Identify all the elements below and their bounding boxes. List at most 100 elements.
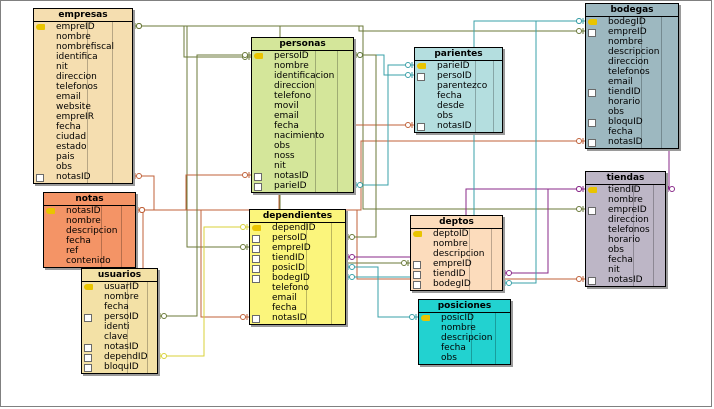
field-row[interactable]: empreID [411, 259, 502, 269]
field-row[interactable]: direccion [586, 57, 678, 67]
relationship-line[interactable] [158, 54, 251, 317]
relationship-line[interactable] [354, 64, 414, 186]
field-row[interactable]: identifica [34, 52, 132, 62]
field-row[interactable]: nacimiento [252, 131, 353, 141]
relationship-line[interactable] [133, 25, 251, 58]
relationship-line[interactable] [136, 209, 585, 280]
field-row[interactable]: telefono [250, 283, 345, 293]
field-row[interactable]: nombre [586, 37, 678, 47]
field-row[interactable]: email [250, 293, 345, 303]
relationship-line[interactable] [503, 20, 585, 284]
field-row[interactable]: email [34, 92, 132, 102]
relationship-line[interactable] [133, 25, 249, 248]
field-row[interactable]: tiendID [586, 185, 665, 195]
relationship-line[interactable] [158, 226, 249, 357]
field-row[interactable]: telefonos [34, 82, 132, 92]
field-row[interactable]: fecha [586, 255, 665, 265]
field-row[interactable]: notasID [250, 313, 345, 323]
field-row[interactable]: fecha [44, 236, 135, 246]
field-row[interactable]: obs [419, 353, 510, 363]
field-row[interactable]: nombre [411, 239, 502, 249]
table-title[interactable]: posiciones [419, 300, 510, 313]
field-row[interactable]: clave [82, 332, 157, 342]
field-row[interactable]: parieID [252, 181, 353, 191]
field-row[interactable]: persoID [250, 233, 345, 243]
relationship-line[interactable] [346, 54, 377, 238]
field-row[interactable]: empreID [586, 205, 665, 215]
field-row[interactable]: bodegID [586, 17, 678, 27]
field-row[interactable]: bloquID [586, 117, 678, 127]
relationship-line[interactable] [503, 188, 585, 274]
relationship-line[interactable] [133, 175, 155, 211]
field-row[interactable]: posicID [250, 263, 345, 273]
field-row[interactable]: nombre [252, 61, 353, 71]
field-row[interactable]: bodegID [411, 279, 502, 289]
field-row[interactable]: notasID [82, 342, 157, 352]
table-title[interactable]: personas [252, 38, 353, 51]
table-title[interactable]: deptos [411, 216, 502, 229]
field-row[interactable]: noss [252, 151, 353, 161]
field-row[interactable]: notasID [44, 206, 135, 216]
field-row[interactable]: fecha [586, 127, 678, 137]
field-row[interactable]: ref [44, 246, 135, 256]
field-row[interactable]: bloquID [82, 362, 157, 372]
field-row[interactable]: fecha [250, 303, 345, 313]
table-title[interactable]: parientes [415, 48, 502, 61]
relationship-line[interactable] [136, 174, 251, 211]
field-row[interactable]: desde [415, 101, 502, 111]
field-row[interactable]: identi [82, 322, 157, 332]
field-row[interactable]: descripcion [419, 333, 510, 343]
field-row[interactable]: direccion [586, 215, 665, 225]
field-row[interactable]: obs [34, 162, 132, 172]
field-row[interactable]: posicID [419, 313, 510, 323]
field-row[interactable]: tiendID [411, 269, 502, 279]
relationship-line[interactable] [133, 25, 585, 32]
field-row[interactable]: persoID [415, 71, 502, 81]
field-row[interactable]: horario [586, 235, 665, 245]
table-title[interactable]: tiendas [586, 172, 665, 185]
field-row[interactable]: dependID [82, 352, 157, 362]
table-title[interactable]: usuarios [82, 269, 157, 282]
table-title[interactable]: bodegas [586, 4, 678, 17]
field-row[interactable]: nombre [44, 216, 135, 226]
field-row[interactable]: nombrefiscal [34, 42, 132, 52]
field-row[interactable]: telefono [252, 91, 353, 101]
field-row[interactable]: notasID [586, 137, 678, 147]
field-row[interactable]: usuarID [82, 282, 157, 292]
field-row[interactable]: persoID [82, 312, 157, 322]
field-row[interactable]: direccion [34, 72, 132, 82]
field-row[interactable]: email [586, 77, 678, 87]
field-row[interactable]: descripcion [586, 47, 678, 57]
field-row[interactable]: empreIR [34, 112, 132, 122]
field-row[interactable]: notasID [252, 171, 353, 181]
field-row[interactable]: obs [586, 107, 678, 117]
field-row[interactable]: deptoID [411, 229, 502, 239]
field-row[interactable]: empreID [586, 27, 678, 37]
field-row[interactable]: notasID [415, 121, 502, 131]
field-row[interactable]: fecha [252, 121, 353, 131]
field-row[interactable]: descripcion [411, 249, 502, 259]
field-row[interactable]: contenido [44, 256, 135, 266]
field-row[interactable]: email [252, 111, 353, 121]
field-row[interactable]: pais [34, 152, 132, 162]
field-row[interactable]: tiendID [586, 87, 678, 97]
field-row[interactable]: direccion [252, 81, 353, 91]
field-row[interactable]: obs [586, 245, 665, 255]
field-row[interactable]: parieID [415, 61, 502, 71]
field-row[interactable]: persoID [252, 51, 353, 61]
field-row[interactable]: nombre [82, 292, 157, 302]
field-row[interactable]: notasID [34, 172, 132, 182]
field-row[interactable]: movil [252, 101, 353, 111]
field-row[interactable]: obs [252, 141, 353, 151]
field-row[interactable]: bodegID [250, 273, 345, 283]
field-row[interactable]: estado [34, 142, 132, 152]
field-row[interactable]: fecha [82, 302, 157, 312]
field-row[interactable]: notasID [586, 275, 665, 285]
